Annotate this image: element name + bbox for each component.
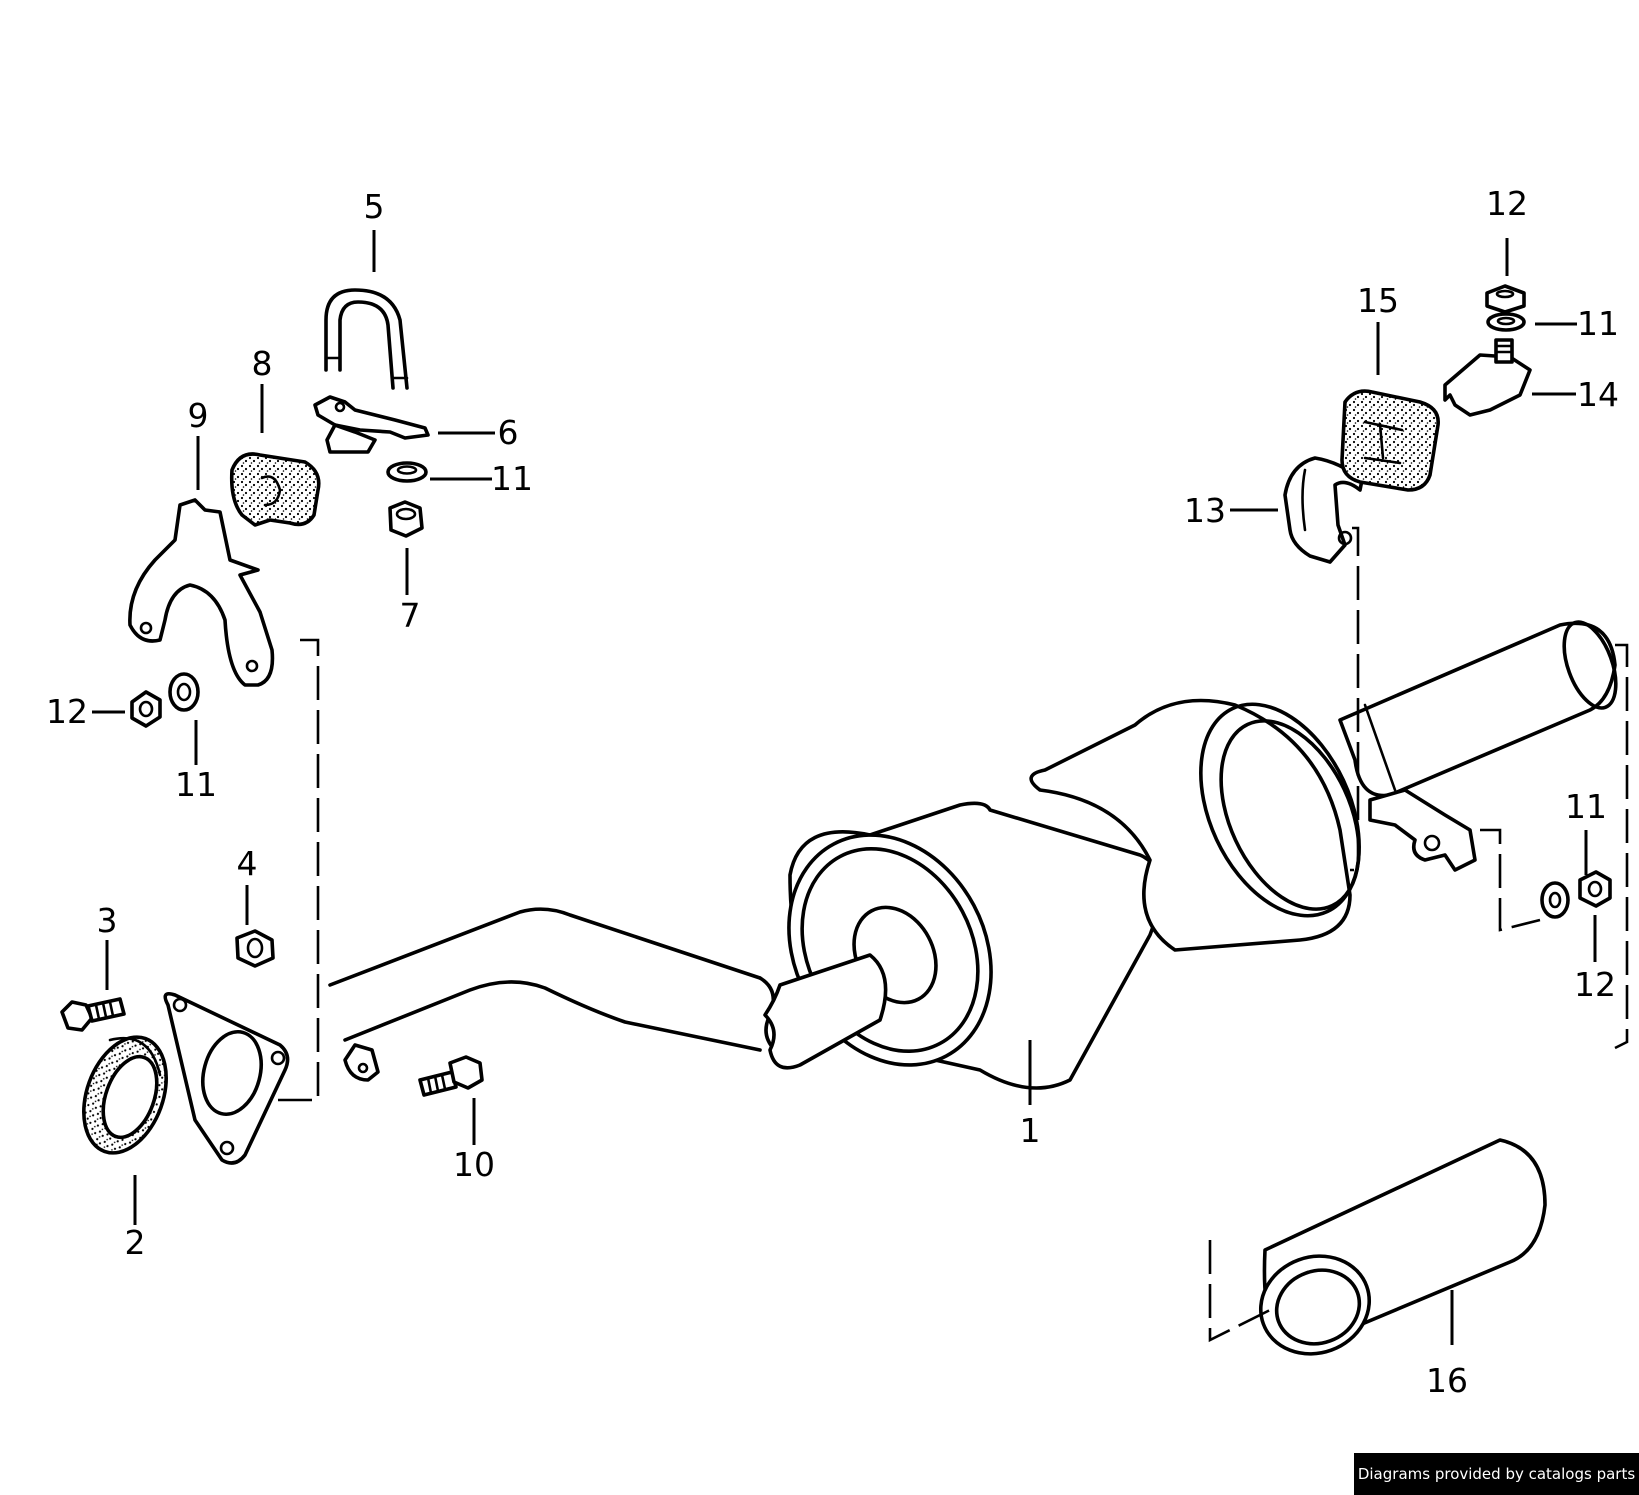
callout-1: 1 — [1020, 1111, 1041, 1150]
callout-12-left: 12 — [46, 692, 88, 731]
rubber-block-15 — [1340, 389, 1440, 492]
gasket-ring — [82, 1035, 168, 1155]
washer-11-right — [1540, 881, 1570, 919]
muffler-assembly — [328, 620, 1618, 1090]
bolt-10 — [418, 1055, 484, 1097]
callout-7: 7 — [400, 596, 421, 635]
u-bolt — [324, 288, 409, 390]
callout-3: 3 — [97, 901, 118, 940]
callout-10: 10 — [453, 1145, 495, 1184]
callout-11-right: 11 — [1565, 787, 1607, 826]
bolt-left — [60, 997, 126, 1032]
tail-pipe-tip — [1258, 1138, 1547, 1356]
callout-16: 16 — [1426, 1361, 1468, 1400]
callout-11-left: 11 — [175, 765, 217, 804]
callout-12-top-right: 12 — [1486, 184, 1528, 223]
clamp-bracket — [313, 395, 430, 454]
credit-banner: Diagrams provided by catalogs parts — [1354, 1453, 1639, 1495]
assembly-line-right-nut — [1480, 828, 1541, 932]
hanger-bracket — [128, 498, 275, 687]
assembly-line-right — [1614, 643, 1629, 1050]
nut-12-top-right — [1485, 284, 1526, 314]
nut-12-right — [1578, 870, 1612, 908]
assembly-line-right-top — [1350, 526, 1360, 872]
callout-6: 6 — [498, 413, 519, 452]
nut-top — [235, 929, 275, 968]
assembly-line-tail — [1208, 1240, 1271, 1343]
washer-11-left — [168, 672, 200, 712]
washer-11-top — [386, 461, 428, 483]
assembly-line-left — [270, 638, 320, 1102]
callout-11-top: 11 — [491, 459, 533, 498]
rubber-mount-8 — [229, 452, 321, 527]
callout-8: 8 — [252, 344, 273, 383]
callout-11-top-right: 11 — [1577, 304, 1619, 343]
clip-bracket — [1283, 456, 1364, 564]
stud-bracket — [1443, 338, 1532, 417]
callout-14: 14 — [1577, 375, 1619, 414]
callout-12-right: 12 — [1574, 965, 1616, 1004]
callout-2: 2 — [125, 1223, 146, 1262]
callout-9: 9 — [188, 396, 209, 435]
nut-7 — [388, 500, 424, 538]
washer-11-top-right — [1486, 312, 1526, 332]
pipe-flange — [163, 991, 290, 1165]
nut-12-left — [130, 690, 162, 728]
callout-13: 13 — [1184, 491, 1226, 530]
callout-4: 4 — [237, 844, 258, 883]
callout-15: 15 — [1357, 281, 1399, 320]
callout-5: 5 — [364, 187, 385, 226]
